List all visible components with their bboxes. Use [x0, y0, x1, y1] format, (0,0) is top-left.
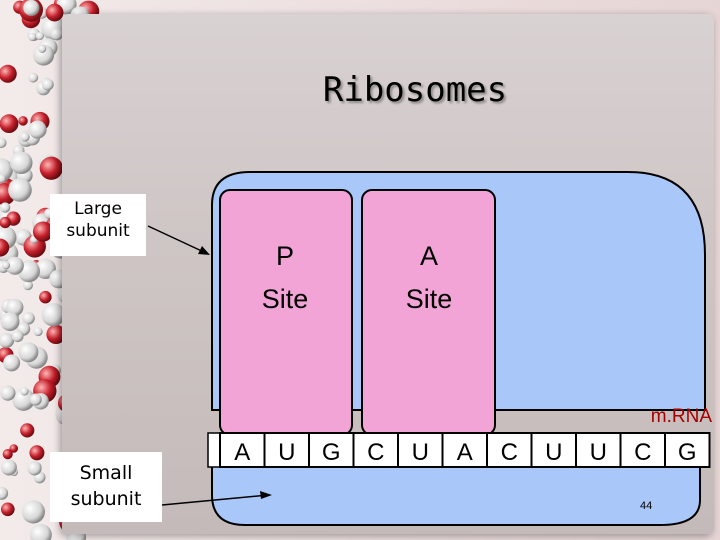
molecule-bead — [35, 258, 56, 280]
mrna-codon-letter: U — [590, 439, 607, 466]
mrna-codon-letter: C — [634, 439, 651, 466]
small-subunit-arrowhead — [260, 491, 272, 499]
mrna-codon-cell — [664, 432, 711, 468]
molecule-bead — [0, 137, 7, 149]
small-subunit-label-line1: Small — [79, 462, 133, 484]
molecule-bead — [45, 3, 64, 22]
mrna-codon-letter: G — [678, 439, 697, 466]
mrna-codon-letter: G — [322, 439, 341, 466]
molecule-bead — [33, 327, 43, 337]
molecule-bead — [8, 178, 32, 202]
molecule-bead — [10, 151, 33, 175]
molecule-bead — [0, 238, 10, 257]
molecule-bead — [0, 202, 11, 213]
molecule-bead — [11, 330, 24, 343]
mrna-codon-cell — [441, 432, 488, 468]
molecule-bead — [41, 78, 54, 91]
mrna-codon-letter: U — [412, 439, 429, 466]
large-subunit-label-line2: subunit — [66, 221, 130, 241]
molecule-bead — [23, 0, 40, 16]
molecule-bead — [0, 216, 11, 229]
molecule-bead — [6, 298, 24, 317]
mrna-codon-cell — [352, 432, 399, 468]
molecule-bead — [18, 342, 39, 363]
p-site-label-line1: P — [276, 241, 294, 271]
molecule-bead — [9, 444, 19, 453]
molecule-bead — [0, 332, 15, 349]
molecule-bead — [32, 221, 54, 242]
molecule-bead — [29, 523, 52, 540]
molecule-bead — [12, 388, 35, 411]
mrna-codon-letter: U — [278, 439, 295, 466]
slide-title: Ribosomes — [322, 70, 508, 110]
a-site-label-line2: Site — [406, 284, 453, 314]
mrna-codon-cell — [219, 432, 266, 468]
mrna-codon-cell — [530, 432, 577, 468]
molecule-bead — [28, 120, 47, 139]
molecule-bead — [3, 354, 21, 372]
molecule-bead — [2, 261, 11, 270]
molecule-bead — [41, 302, 66, 327]
mrna-codon-cell — [575, 432, 622, 468]
mrna-codon-letter: A — [457, 439, 473, 466]
mrna-codon-cell — [397, 432, 444, 468]
molecule-bead — [29, 445, 45, 461]
molecule-bead — [0, 64, 17, 83]
molecule-bead — [2, 449, 13, 460]
molecule-bead — [50, 27, 64, 41]
small-subunit-label-line2: subunit — [70, 488, 142, 510]
molecule-bead — [28, 32, 37, 42]
molecule-bead — [0, 114, 19, 134]
mrna-codon-letter: A — [234, 439, 250, 466]
molecule-bead — [18, 116, 28, 126]
page-number: 44 — [640, 500, 653, 512]
molecule-bead — [0, 385, 16, 401]
molecule-bead — [0, 486, 9, 500]
mrna-codon-cell — [619, 432, 666, 468]
mrna-codon-letter: C — [367, 439, 384, 466]
molecule-bead — [35, 32, 44, 41]
molecule-bead — [0, 174, 7, 184]
molecule-bead — [20, 423, 35, 438]
molecule-bead — [23, 280, 33, 291]
molecule-bead — [0, 312, 20, 332]
molecule-bead — [28, 72, 39, 83]
molecule-bead — [39, 290, 52, 304]
p-site-label-line2: Site — [262, 284, 309, 314]
small-subunit-label: Small subunit — [50, 452, 162, 522]
molecule-bead — [46, 324, 66, 345]
large-subunit-label-line1: Large — [74, 199, 122, 219]
molecule-bead — [29, 393, 42, 406]
molecule-bead — [5, 256, 24, 275]
molecule-bead — [20, 387, 29, 396]
molecule-bead — [0, 459, 17, 476]
a-site-label-line1: A — [420, 241, 438, 271]
mrna-codon-letter: C — [501, 439, 518, 466]
molecule-bead — [22, 312, 35, 325]
small-subunit-pointer — [161, 494, 269, 506]
mrna-codon-cell — [308, 432, 355, 468]
molecule-bead — [21, 500, 45, 524]
large-subunit-label: Large subunit — [50, 194, 146, 256]
molecule-bead — [39, 156, 63, 180]
mrna-codon-letter: U — [545, 439, 562, 466]
mrna-label: m.RNA — [651, 406, 713, 427]
large-subunit-arrowhead — [198, 246, 210, 255]
molecule-bead — [20, 132, 30, 142]
molecule-bead — [0, 502, 15, 517]
large-subunit-pointer — [147, 225, 207, 254]
molecule-bead — [27, 461, 42, 476]
molecule-bead — [38, 44, 47, 53]
